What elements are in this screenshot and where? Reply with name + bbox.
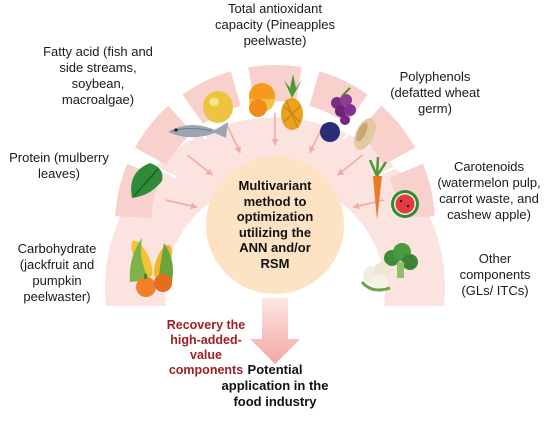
label-antioxidant: Total antioxidant capacity (Pineapples p… — [215, 1, 335, 48]
arrowhead-other — [352, 202, 360, 210]
corn-pumpkin-icon — [129, 238, 173, 297]
carrot-watermelon-icon — [368, 156, 419, 220]
recovery-text: Recovery the high-added- value component… — [166, 318, 246, 377]
grapes-wheatgerm-icon — [320, 87, 376, 150]
potential-application-text: Potential application in the food indust… — [221, 362, 329, 409]
separator-line — [235, 57, 252, 119]
label-other: Other components (GLs/ ITCs) — [459, 251, 531, 298]
label-fatty-acid: Fatty acid (fish and side streams, soybe… — [43, 44, 153, 107]
orange-pineapple-icon — [249, 74, 303, 130]
tile-protein — [134, 105, 193, 166]
arrowhead-polyphenols — [309, 145, 316, 153]
arrowhead-antioxidant — [271, 139, 279, 145]
arrowhead-fatty_acid — [234, 145, 241, 153]
broccoli-cauliflower-icon — [360, 243, 418, 292]
center-method-text: Multivariant method to optimization util… — [236, 178, 314, 271]
arrowhead-protein — [205, 168, 213, 176]
arrowhead-carbohydrate — [190, 202, 198, 210]
label-carotenoids: Carotenoids (watermelon pulp, carrot was… — [437, 159, 541, 222]
down-arrow — [250, 298, 300, 364]
center-circle — [206, 156, 344, 294]
outer-ring — [105, 117, 446, 307]
separator-line — [119, 149, 177, 179]
label-carbohydrate: Carbohydrate (jackfruit and pumpkin peel… — [17, 241, 97, 304]
arrowhead-carotenoids — [337, 168, 345, 176]
fish-soybean-icon — [168, 91, 233, 138]
label-polyphenols: Polyphenols (defatted wheat germ) — [390, 69, 480, 116]
separator-line — [373, 149, 431, 179]
separator-line — [342, 89, 384, 140]
mulberry-leaf-icon — [131, 163, 163, 198]
label-protein: Protein (mulberry leaves) — [9, 150, 109, 181]
